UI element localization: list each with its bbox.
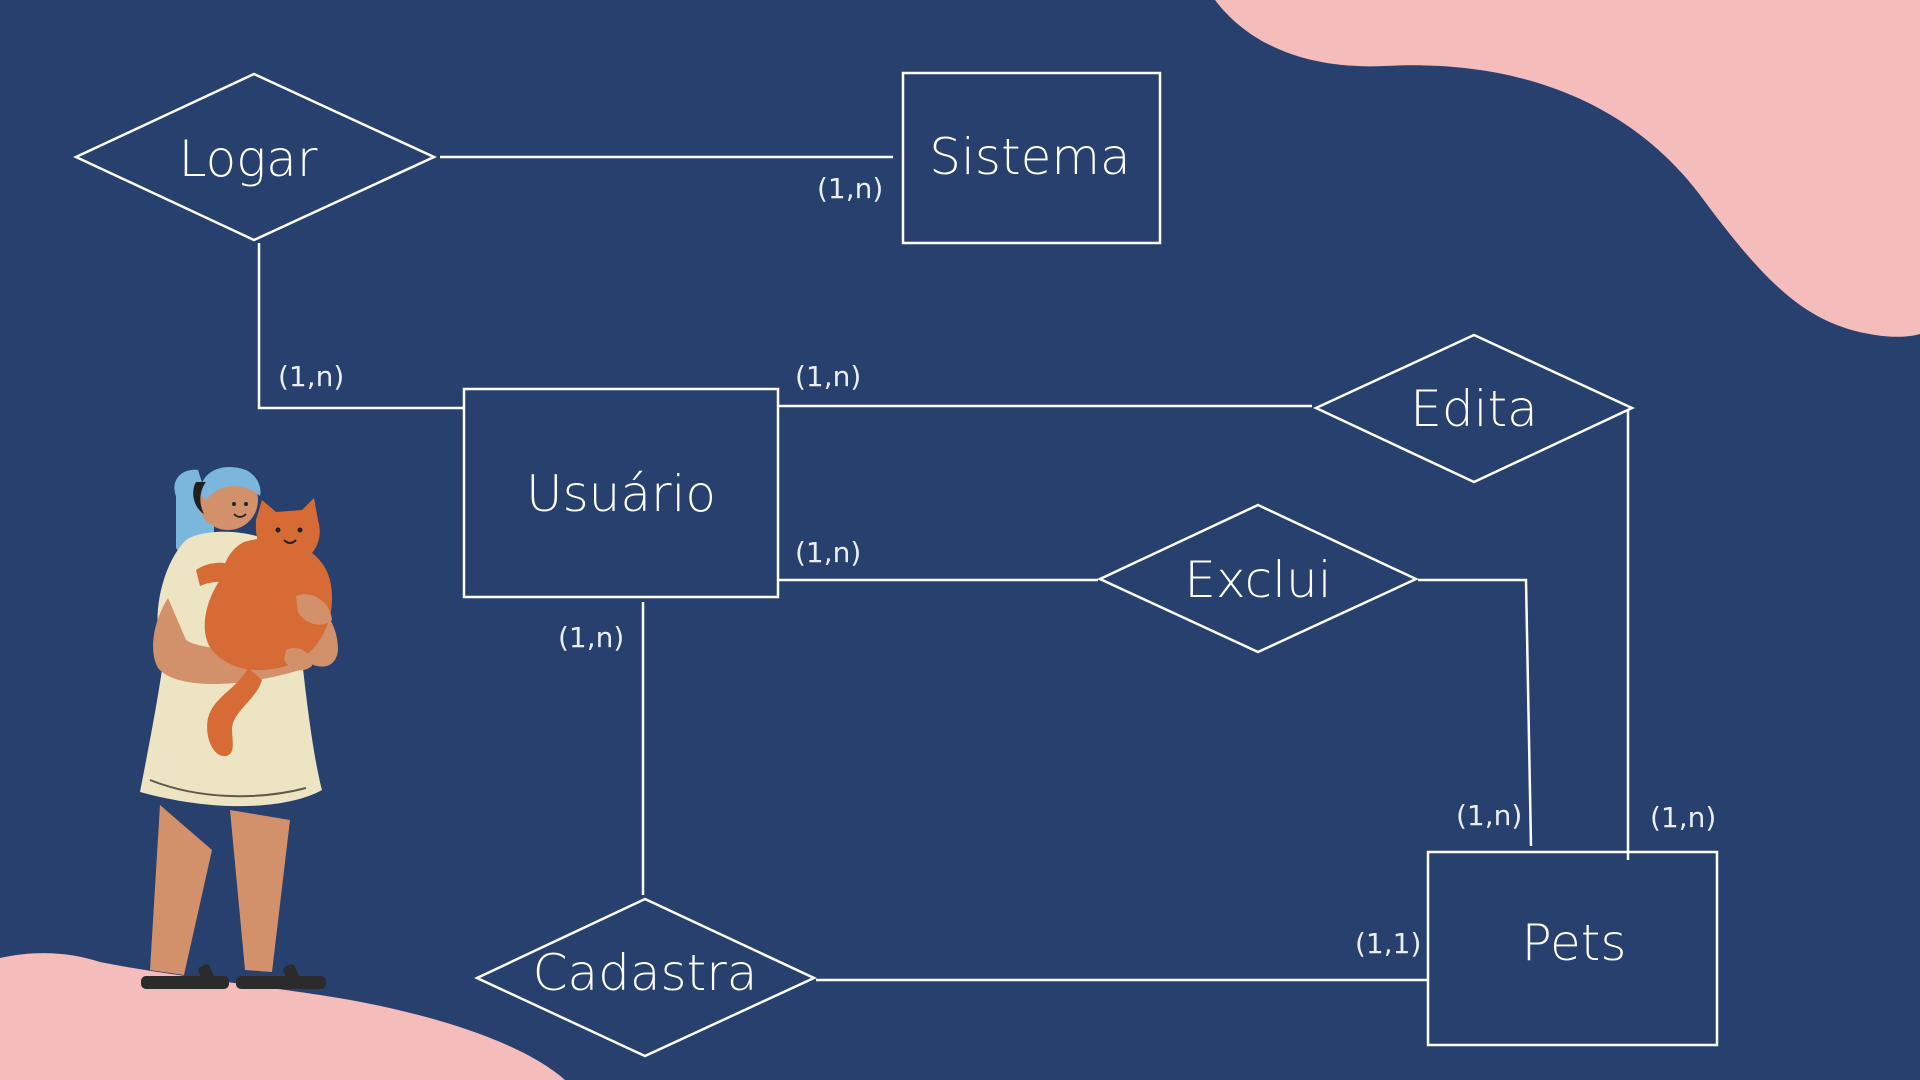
cardinality-labels: (1,n) (1,n) (1,n) (1,n) (1,n) (1,n) (1,n… <box>278 172 1716 960</box>
entity-pets[interactable]: Pets <box>1426 850 1719 1047</box>
relationship-logar-label: Logar <box>179 130 318 188</box>
pink-blob-bottom-left <box>0 953 565 1080</box>
relationship-edita-label: Edita <box>1410 380 1537 438</box>
relationship-logar[interactable]: Logar <box>73 72 437 242</box>
cardinality-exclui-pets: (1,n) <box>1456 799 1522 832</box>
cardinality-usuario-cadastra: (1,n) <box>558 621 624 654</box>
cardinality-logar-sistema: (1,n) <box>817 172 883 205</box>
relationship-cadastra[interactable]: Cadastra <box>474 897 817 1058</box>
cardinality-usuario-exclui: (1,n) <box>795 536 861 569</box>
cardinality-edita-pets: (1,n) <box>1650 801 1716 834</box>
cardinality-usuario-edita: (1,n) <box>795 360 861 393</box>
entity-usuario-label: Usuário <box>526 465 716 523</box>
relationship-edita[interactable]: Edita <box>1313 333 1635 484</box>
entity-pets-label: Pets <box>1522 914 1627 972</box>
connector-lines <box>257 155 1630 982</box>
pink-blob-top-right <box>1215 0 1920 337</box>
entity-usuario[interactable]: Usuário <box>462 387 780 599</box>
relationship-exclui-label: Exclui <box>1184 551 1331 609</box>
relationship-exclui[interactable]: Exclui <box>1097 503 1419 654</box>
entity-sistema[interactable]: Sistema <box>901 71 1162 245</box>
entity-sistema-label: Sistema <box>929 128 1130 186</box>
person-with-cat-illustration <box>140 467 338 989</box>
cardinality-cadastra-pets: (1,1) <box>1355 927 1421 960</box>
line-logar-usuario <box>257 243 463 410</box>
line-exclui-pets <box>1418 578 1533 847</box>
cardinality-logar-usuario: (1,n) <box>278 360 344 393</box>
relationship-cadastra-label: Cadastra <box>533 944 758 1002</box>
